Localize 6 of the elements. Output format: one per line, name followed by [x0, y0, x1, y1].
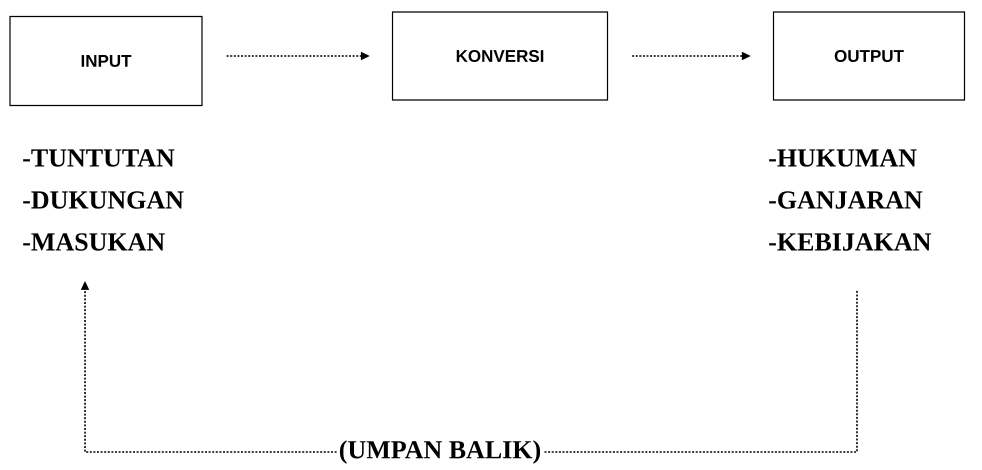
item-list: -TUNTUTAN -DUKUNGAN -MASUKAN — [23, 149, 184, 251]
item-list: -HUKUMAN -GANJARAN -KEBIJAKAN — [769, 149, 932, 251]
feedback-label: (UMPAN BALIK) — [340, 440, 540, 464]
process-box: OUTPUT — [772, 11, 966, 101]
process-box: INPUT — [9, 16, 203, 106]
process-box: KONVERSI — [392, 11, 608, 101]
